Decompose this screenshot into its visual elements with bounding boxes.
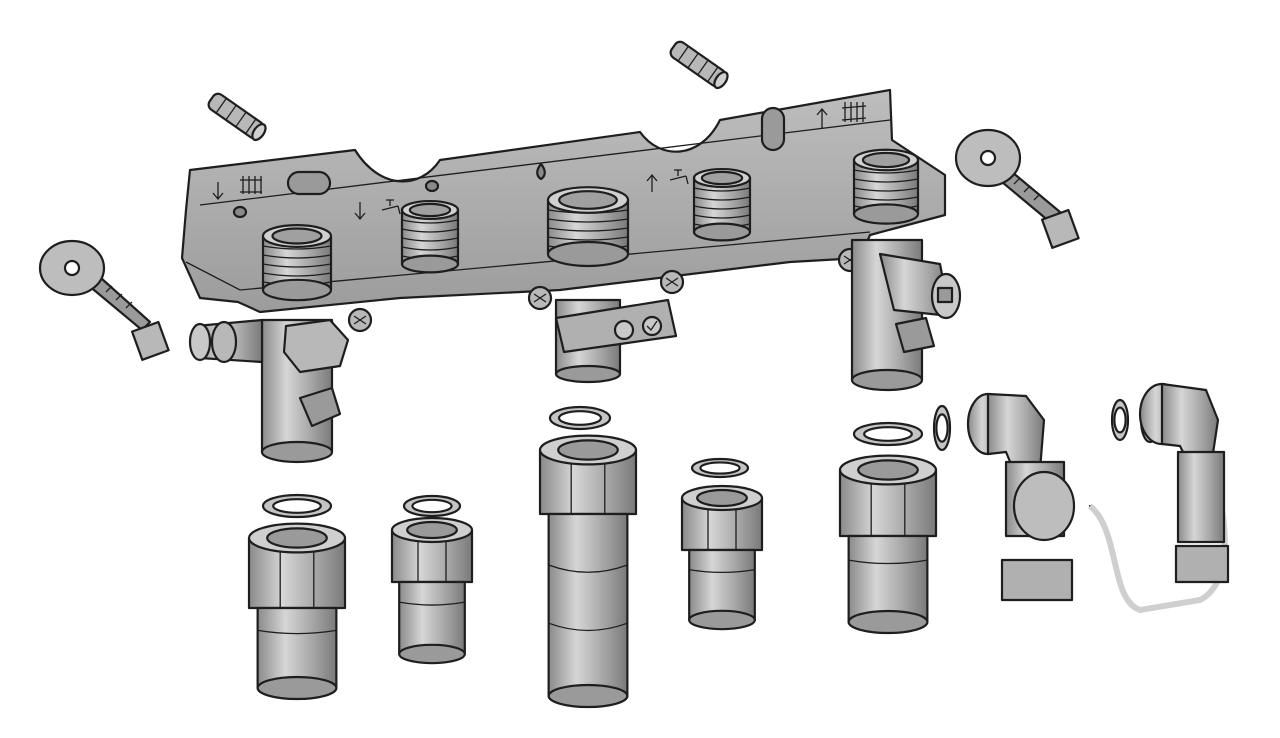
elbow-valve-assembly-left [966,392,1228,614]
valve-handle-icon [894,316,936,354]
compression-connector [247,522,347,701]
flame-icon [536,162,546,181]
radiator-symbol-icon [841,102,867,122]
left-wood-screw [38,239,170,361]
wall-plug-icon [669,40,729,90]
threaded-port [400,199,460,274]
arrow-down-icon [354,202,366,221]
screw-head-icon [527,285,553,311]
compression-connector [680,484,764,631]
compression-connector [390,516,474,665]
screw-head-icon [347,307,373,333]
sealing-washer [261,493,333,519]
sealing-washer [402,494,462,518]
plate-hole [232,205,248,219]
right-wood-screw [954,128,1080,249]
plate-hole [424,179,440,193]
screw-head-icon [659,269,685,295]
plate-ports [261,148,920,302]
plate-slot [286,170,332,196]
compression-connector [538,434,638,709]
valve-handle-icon [298,386,342,428]
centre-valve-assembly [554,298,678,384]
threaded-port [261,224,333,302]
wall-plug-icon [207,92,267,142]
arrow-up-icon [646,173,658,192]
arrow-up-icon [816,107,828,128]
sealing-washer [548,405,612,431]
left-valve-assembly [188,318,350,464]
sealing-washer [690,457,750,479]
loose-washers [261,396,1161,519]
sealing-washer [1110,398,1130,442]
threaded-port [546,186,630,268]
compression-connector [838,454,938,635]
radiator-symbol-icon [240,176,262,194]
threaded-port [852,148,920,225]
plate-slot [760,106,786,152]
right-valve-assembly [850,238,962,392]
arrow-down-icon [212,182,224,201]
sealing-washer [932,404,952,452]
loose-connectors [247,434,938,709]
elbow-valve-assembly-right [1138,382,1230,584]
sealing-washer [852,421,924,447]
tap-icon [669,169,689,185]
threaded-port [692,167,752,242]
tap-icon [381,199,401,215]
